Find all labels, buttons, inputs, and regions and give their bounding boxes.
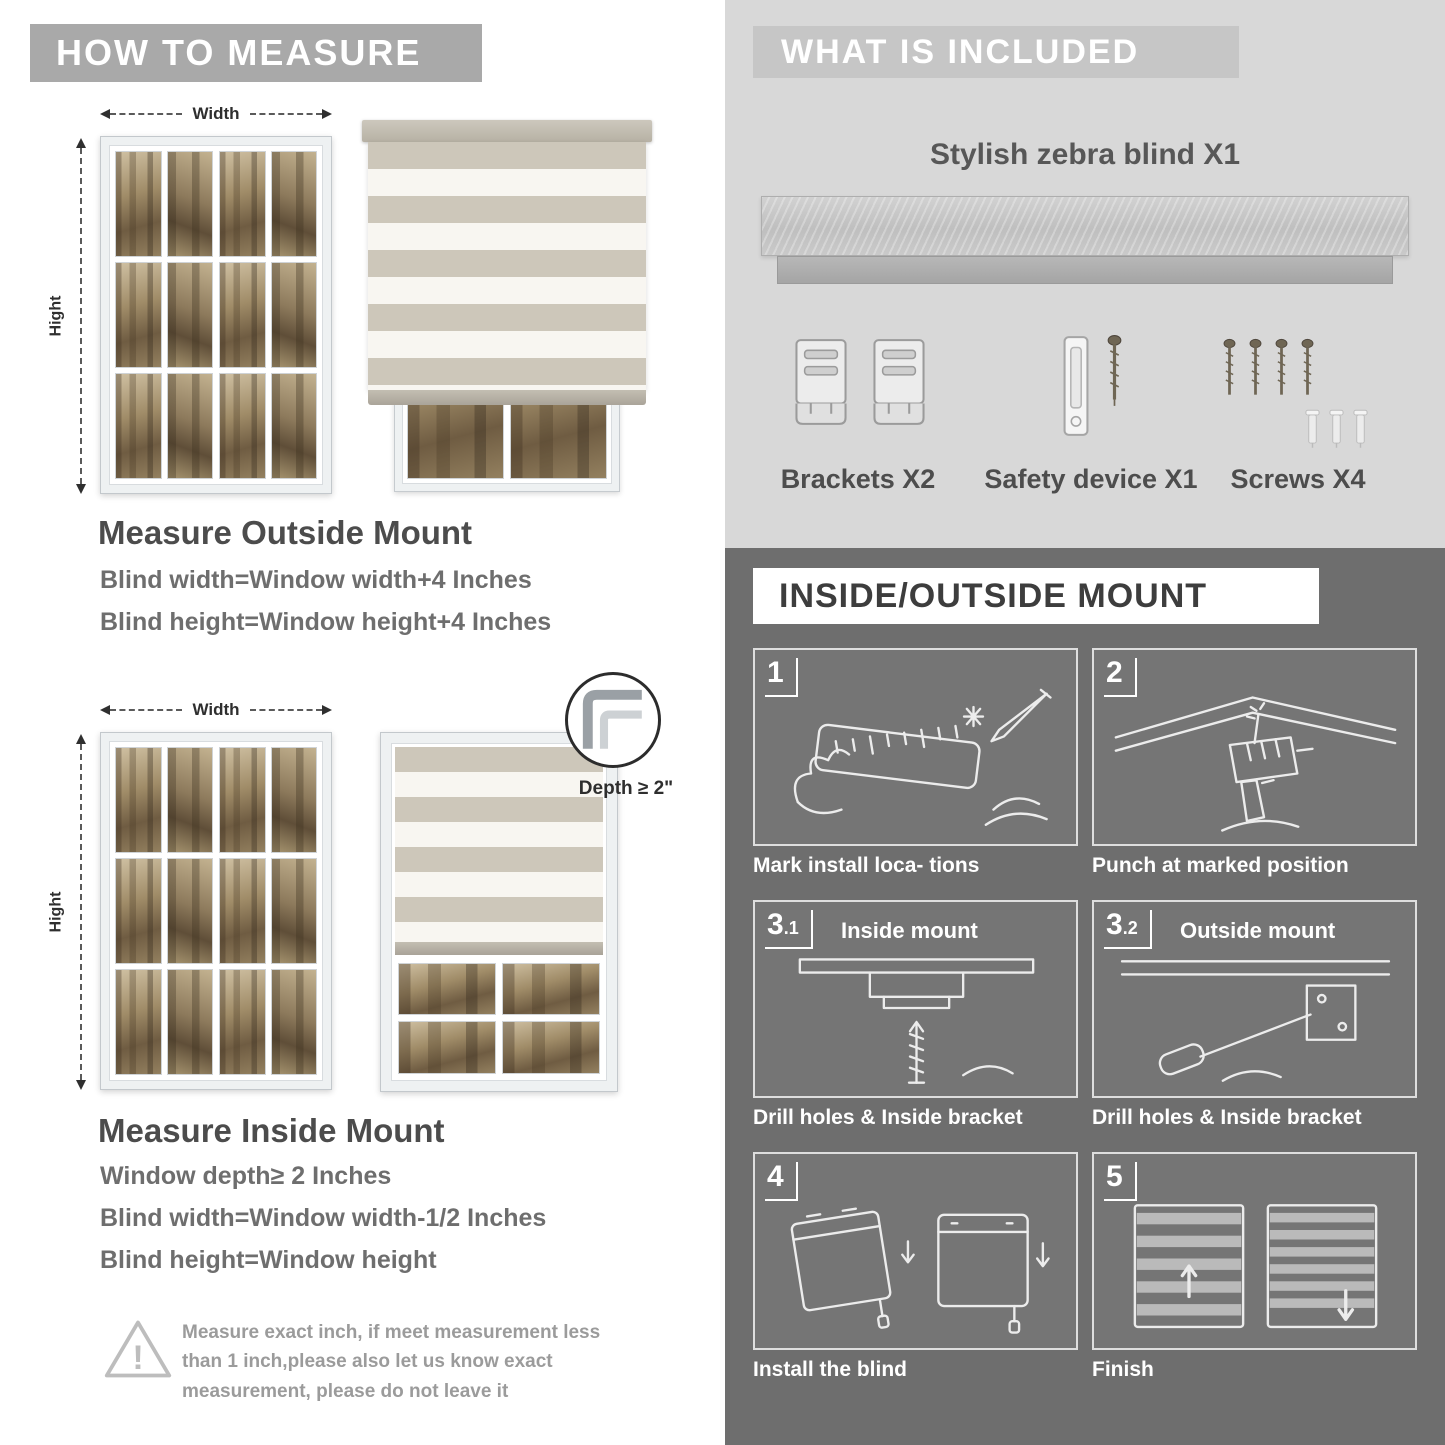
warning-text: Measure exact inch, if meet measurement … (182, 1322, 601, 1402)
zebra-stripes (395, 747, 603, 942)
window-illustration-outside (100, 136, 332, 494)
safety-device-label: Safety device X1 (984, 464, 1198, 494)
inside-formula-width: Blind width=Window width-1/2 Inches (100, 1204, 547, 1232)
inside-formula-depth: Window depth≥ 2 Inches (100, 1162, 392, 1190)
step-3-2-outside-bracket-illustration (1120, 960, 1391, 1082)
mount-steps-grid: 1 Mark install loca- tions (753, 648, 1417, 1388)
step-3-2: 3.2 Outside mount Dr (1092, 900, 1417, 1136)
width-arrow-inside: Width (100, 700, 332, 719)
arrowhead-left-icon (100, 705, 110, 715)
step-3-2-title: Outside mount (1180, 918, 1336, 943)
step-5-finish-illustration (1133, 1204, 1378, 1329)
arrowhead-up-icon (76, 138, 86, 148)
step-2-box: 2 (1092, 648, 1417, 846)
step-1-mark-illustration (793, 688, 1052, 826)
step-3-1-box: 3.1 Inside mount (753, 900, 1078, 1098)
mount-instructions-panel: INSIDE/OUTSIDE MOUNT 1 (725, 548, 1445, 1445)
anchors-icon (1305, 408, 1368, 450)
step-1: 1 Mark install loca- tions (753, 648, 1078, 884)
step-4-install-illustration (790, 1207, 1050, 1334)
brackets-icon (780, 336, 940, 428)
window-pane (115, 151, 162, 257)
step-5: 5 (1092, 1152, 1417, 1388)
step-number: 5 (1104, 1162, 1137, 1201)
step-4-caption: Install the blind (753, 1358, 908, 1381)
window-sash (219, 151, 317, 479)
safety-device-icon (1025, 334, 1155, 438)
brackets-label: Brackets X2 (780, 464, 936, 494)
step-number: 4 (765, 1162, 798, 1201)
arrowhead-down-icon (76, 1080, 86, 1090)
height-label: Hight (47, 295, 65, 337)
step-number: 2 (1104, 658, 1137, 697)
screws-icon (1217, 338, 1387, 456)
svg-text:!: ! (132, 1339, 143, 1377)
depth-label: Depth ≥ 2" (578, 778, 674, 799)
outside-formula-height: Blind height=Window height+4 Inches (100, 608, 552, 636)
screws-label: Screws X4 (1230, 464, 1366, 494)
blind-inside-illustration (380, 732, 618, 1092)
window-sash (219, 747, 317, 1075)
step-3-1-inside-bracket-illustration (798, 958, 1035, 1084)
step-number: 3.1 (765, 910, 813, 949)
mount-header: INSIDE/OUTSIDE MOUNT (753, 568, 1319, 624)
bottom-rail-illustration (777, 256, 1393, 284)
arrowhead-up-icon (76, 734, 86, 744)
outside-mount-title: Measure Outside Mount (98, 514, 473, 551)
step-3-2-caption: Drill holes & Inside bracket (1092, 1106, 1362, 1129)
blind-item-label: Stylish zebra blind X1 (929, 138, 1241, 171)
width-arrow-outside: Width (100, 104, 332, 123)
window-illustration-inside (100, 732, 332, 1090)
step-3-2-box: 3.2 Outside mount (1092, 900, 1417, 1098)
inside-formula-height: Blind height=Window height (100, 1246, 437, 1274)
height-arrow-outside: Hight (47, 138, 92, 494)
depth-callout-circle (565, 672, 661, 768)
step-5-box: 5 (1092, 1152, 1417, 1350)
blind-cassette (362, 120, 652, 142)
height-arrow-inside: Hight (47, 734, 92, 1090)
step-3-1-title: Inside mount (841, 918, 978, 943)
headrail-illustration (761, 196, 1409, 256)
step-number: 3.2 (1104, 910, 1152, 949)
step-4: 4 (753, 1152, 1078, 1388)
blind-bottom-rail (395, 941, 603, 955)
zebra-stripes (367, 142, 647, 390)
width-label: Width (192, 104, 240, 123)
what-is-included-panel: WHAT IS INCLUDED Stylish zebra blind X1 (725, 0, 1445, 548)
window-corner-magnified-icon (582, 689, 642, 749)
step-3-1: 3.1 Inside mount (753, 900, 1078, 1136)
step-1-caption: Mark install loca- tions (753, 854, 980, 877)
arrowhead-right-icon (322, 705, 332, 715)
inside-mount-title: Measure Inside Mount (98, 1112, 445, 1149)
step-2: 2 (1092, 648, 1417, 884)
step-2-drill-illustration (1114, 696, 1397, 832)
arrowhead-right-icon (322, 109, 332, 119)
arrowhead-left-icon (100, 109, 110, 119)
window-sash (115, 151, 213, 479)
step-number: 1 (765, 658, 798, 697)
height-label: Hight (47, 891, 65, 933)
window-panes-below-blind (398, 962, 600, 1074)
width-label: Width (192, 700, 240, 719)
step-4-box: 4 (753, 1152, 1078, 1350)
blind-bottom-rail (367, 390, 647, 405)
what-is-included-header: WHAT IS INCLUDED (753, 26, 1239, 78)
step-1-box: 1 (753, 648, 1078, 846)
warning-triangle-icon: ! (104, 1320, 172, 1378)
step-5-caption: Finish (1092, 1358, 1154, 1381)
blind-outside-illustration (362, 120, 652, 492)
how-to-measure-header: HOW TO MEASURE (30, 24, 482, 82)
step-3-1-caption: Drill holes & Inside bracket (753, 1106, 1023, 1129)
step-2-caption: Punch at marked position (1092, 854, 1349, 877)
window-sash (115, 747, 213, 1075)
how-to-measure-panel: HOW TO MEASURE Width Hight (0, 0, 700, 1445)
outside-formula-width: Blind width=Window width+4 Inches (100, 566, 532, 594)
arrowhead-down-icon (76, 484, 86, 494)
